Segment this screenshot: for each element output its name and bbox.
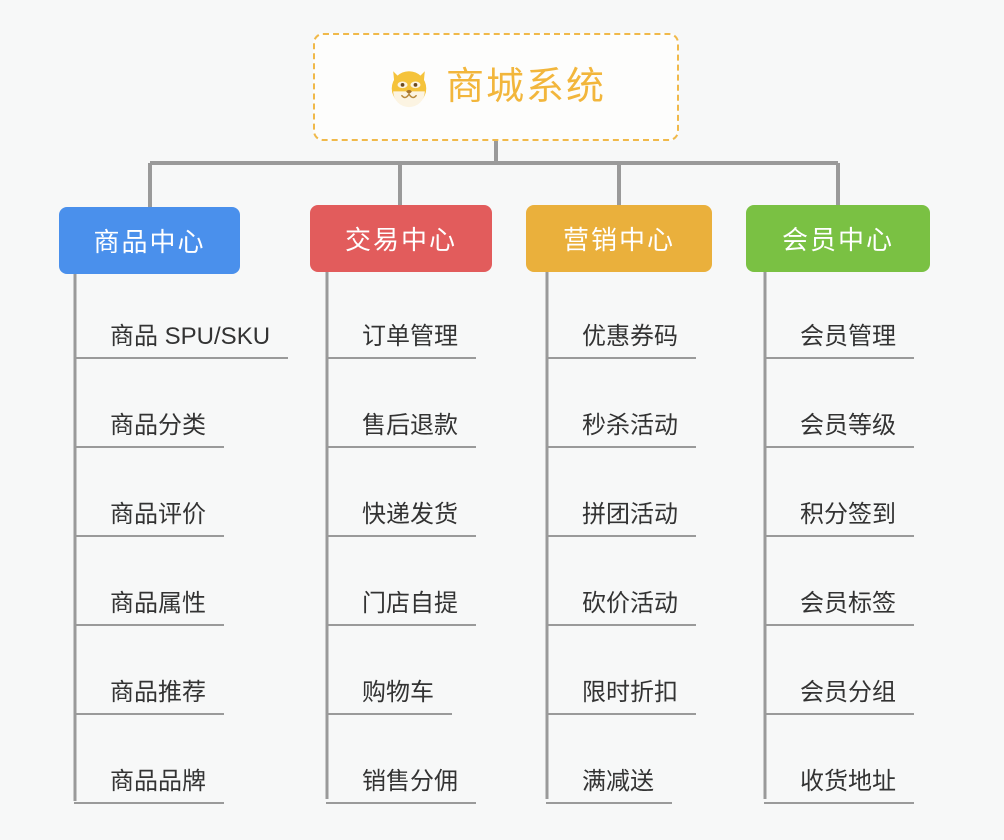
leaf-item[interactable]: 满减送	[546, 719, 696, 808]
leaf-label: 商品品牌	[104, 768, 224, 804]
leaf-label: 商品推荐	[104, 679, 224, 715]
leaf-label: 商品属性	[104, 590, 224, 626]
leaf-column-3: 会员管理 会员等级 积分签到 会员标签 会员分组 收货地址	[764, 274, 914, 808]
leaf-label: 积分签到	[794, 501, 914, 537]
branch-header-2[interactable]: 营销中心	[526, 205, 712, 272]
leaf-item[interactable]: 购物车	[326, 630, 476, 719]
leaf-label: 门店自提	[356, 590, 476, 626]
leaf-item[interactable]: 拼团活动	[546, 452, 696, 541]
leaf-column-2: 优惠券码 秒杀活动 拼团活动 砍价活动 限时折扣 满减送	[546, 274, 696, 808]
leaf-label: 商品分类	[104, 412, 224, 448]
leaf-label: 满减送	[576, 768, 672, 804]
leaf-label: 商品评价	[104, 501, 224, 537]
leaf-item[interactable]: 限时折扣	[546, 630, 696, 719]
leaf-label: 快递发货	[356, 501, 476, 537]
leaf-label: 会员标签	[794, 590, 914, 626]
leaf-label: 优惠券码	[576, 323, 696, 359]
leaf-item[interactable]: 销售分佣	[326, 719, 476, 808]
leaf-item[interactable]: 积分签到	[764, 452, 914, 541]
leaf-label: 秒杀活动	[576, 412, 696, 448]
leaf-item[interactable]: 优惠券码	[546, 274, 696, 363]
leaf-label: 购物车	[356, 679, 452, 715]
leaf-label: 会员分组	[794, 679, 914, 715]
leaf-item[interactable]: 会员管理	[764, 274, 914, 363]
branch-header-3[interactable]: 会员中心	[746, 205, 930, 272]
leaf-item[interactable]: 会员分组	[764, 630, 914, 719]
branch-header-label-3: 会员中心	[781, 225, 894, 255]
leaf-column-0: 商品 SPU/SKU 商品分类 商品评价 商品属性 商品推荐 商品品牌	[74, 274, 289, 808]
root-title: 商城系统	[445, 66, 606, 108]
leaf-label: 拼团活动	[576, 501, 696, 537]
leaf-item[interactable]: 售后退款	[326, 363, 476, 452]
leaf-label: 商品 SPU/SKU	[104, 323, 289, 359]
leaf-item[interactable]: 商品属性	[74, 541, 288, 630]
leaf-label: 收货地址	[794, 768, 914, 804]
leaf-item[interactable]: 商品推荐	[74, 630, 288, 719]
leaf-item[interactable]: 商品分类	[74, 363, 288, 452]
branch-header-label-0: 商品中心	[93, 227, 206, 257]
leaf-item[interactable]: 订单管理	[326, 274, 476, 363]
leaf-label: 售后退款	[356, 412, 476, 448]
leaf-item[interactable]: 商品品牌	[74, 719, 288, 808]
leaf-label: 砍价活动	[576, 590, 696, 626]
root-node[interactable]: 商城系统	[313, 33, 679, 141]
leaf-label: 订单管理	[356, 323, 476, 359]
leaf-item[interactable]: 砍价活动	[546, 541, 696, 630]
leaf-item[interactable]: 商品评价	[74, 452, 288, 541]
leaf-item[interactable]: 会员等级	[764, 363, 914, 452]
leaf-item[interactable]: 快递发货	[326, 452, 476, 541]
leaf-label: 会员管理	[794, 323, 914, 359]
leaf-label: 限时折扣	[576, 679, 696, 715]
branch-header-label-2: 营销中心	[562, 225, 675, 255]
leaf-label: 会员等级	[794, 412, 914, 448]
leaf-item[interactable]: 秒杀活动	[546, 363, 696, 452]
branch-header-1[interactable]: 交易中心	[310, 205, 492, 272]
leaf-item[interactable]: 会员标签	[764, 541, 914, 630]
branch-header-0[interactable]: 商品中心	[59, 207, 240, 274]
leaf-item[interactable]: 商品 SPU/SKU	[74, 274, 289, 363]
dog-face-icon	[391, 71, 427, 108]
leaf-item[interactable]: 收货地址	[764, 719, 914, 808]
branch-header-label-1: 交易中心	[344, 225, 457, 255]
leaf-label: 销售分佣	[356, 768, 476, 804]
leaf-item[interactable]: 门店自提	[326, 541, 476, 630]
leaf-column-1: 订单管理 售后退款 快递发货 门店自提 购物车 销售分佣	[326, 274, 476, 808]
